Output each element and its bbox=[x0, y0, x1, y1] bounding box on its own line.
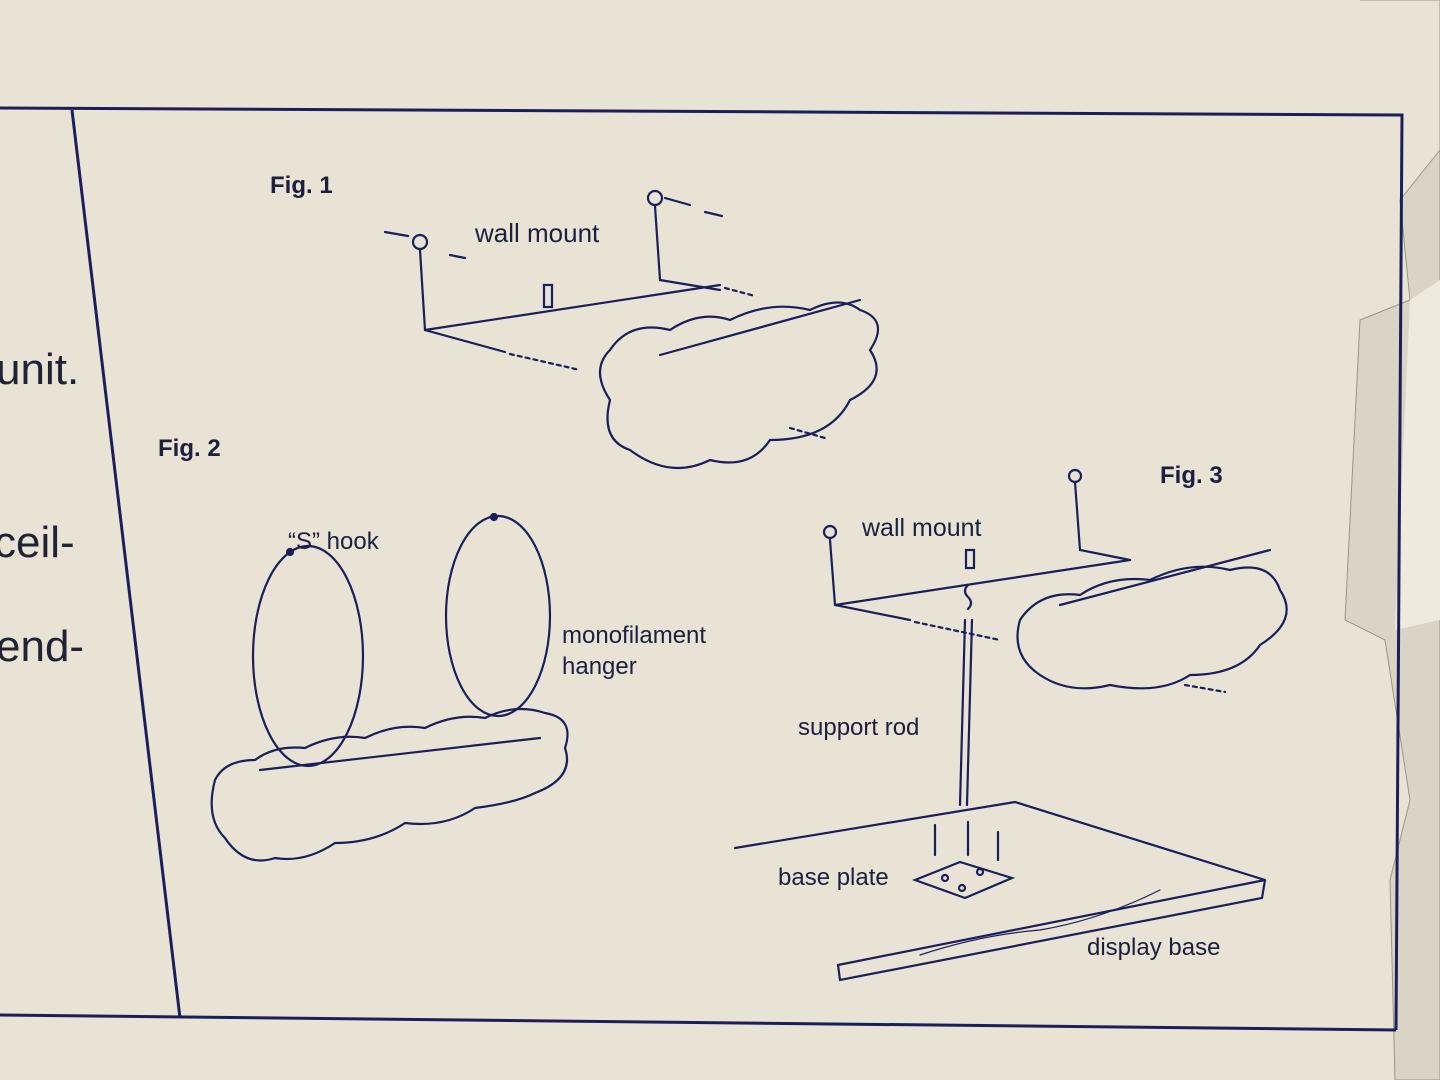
fig1-title: Fig. 1 bbox=[270, 172, 333, 199]
base-plate bbox=[911, 820, 1016, 900]
display-base-label: display base bbox=[1087, 934, 1221, 961]
fig2-title: Fig. 2 bbox=[158, 435, 221, 462]
fig3-garland bbox=[1016, 565, 1288, 690]
fig3-title: Fig. 3 bbox=[1160, 462, 1223, 489]
torn-cardboard bbox=[1344, 0, 1440, 1080]
display-base bbox=[733, 800, 1267, 982]
frame-border bbox=[0, 106, 1404, 1032]
fig3-wall-mount-label: wall mount bbox=[862, 514, 982, 542]
fig1-wall-mount-label: wall mount bbox=[475, 218, 600, 248]
fig3-bracket bbox=[822, 468, 1132, 642]
fig2-hanger bbox=[251, 512, 552, 768]
fig2-garland bbox=[210, 707, 569, 862]
support-rod bbox=[958, 583, 974, 807]
side-text-line: end- bbox=[0, 622, 85, 671]
hanger-label: hanger bbox=[562, 653, 637, 680]
base-plate-label: base plate bbox=[778, 864, 889, 891]
side-text-line: ceil- bbox=[0, 518, 75, 567]
fig1-bracket bbox=[383, 189, 757, 372]
support-rod-label: support rod bbox=[798, 714, 920, 741]
s-hook-label: “S” hook bbox=[288, 528, 379, 555]
monofilament-label: monofilament bbox=[562, 622, 707, 649]
fig1-garland bbox=[598, 301, 880, 470]
side-text-line: unit. bbox=[0, 345, 80, 394]
